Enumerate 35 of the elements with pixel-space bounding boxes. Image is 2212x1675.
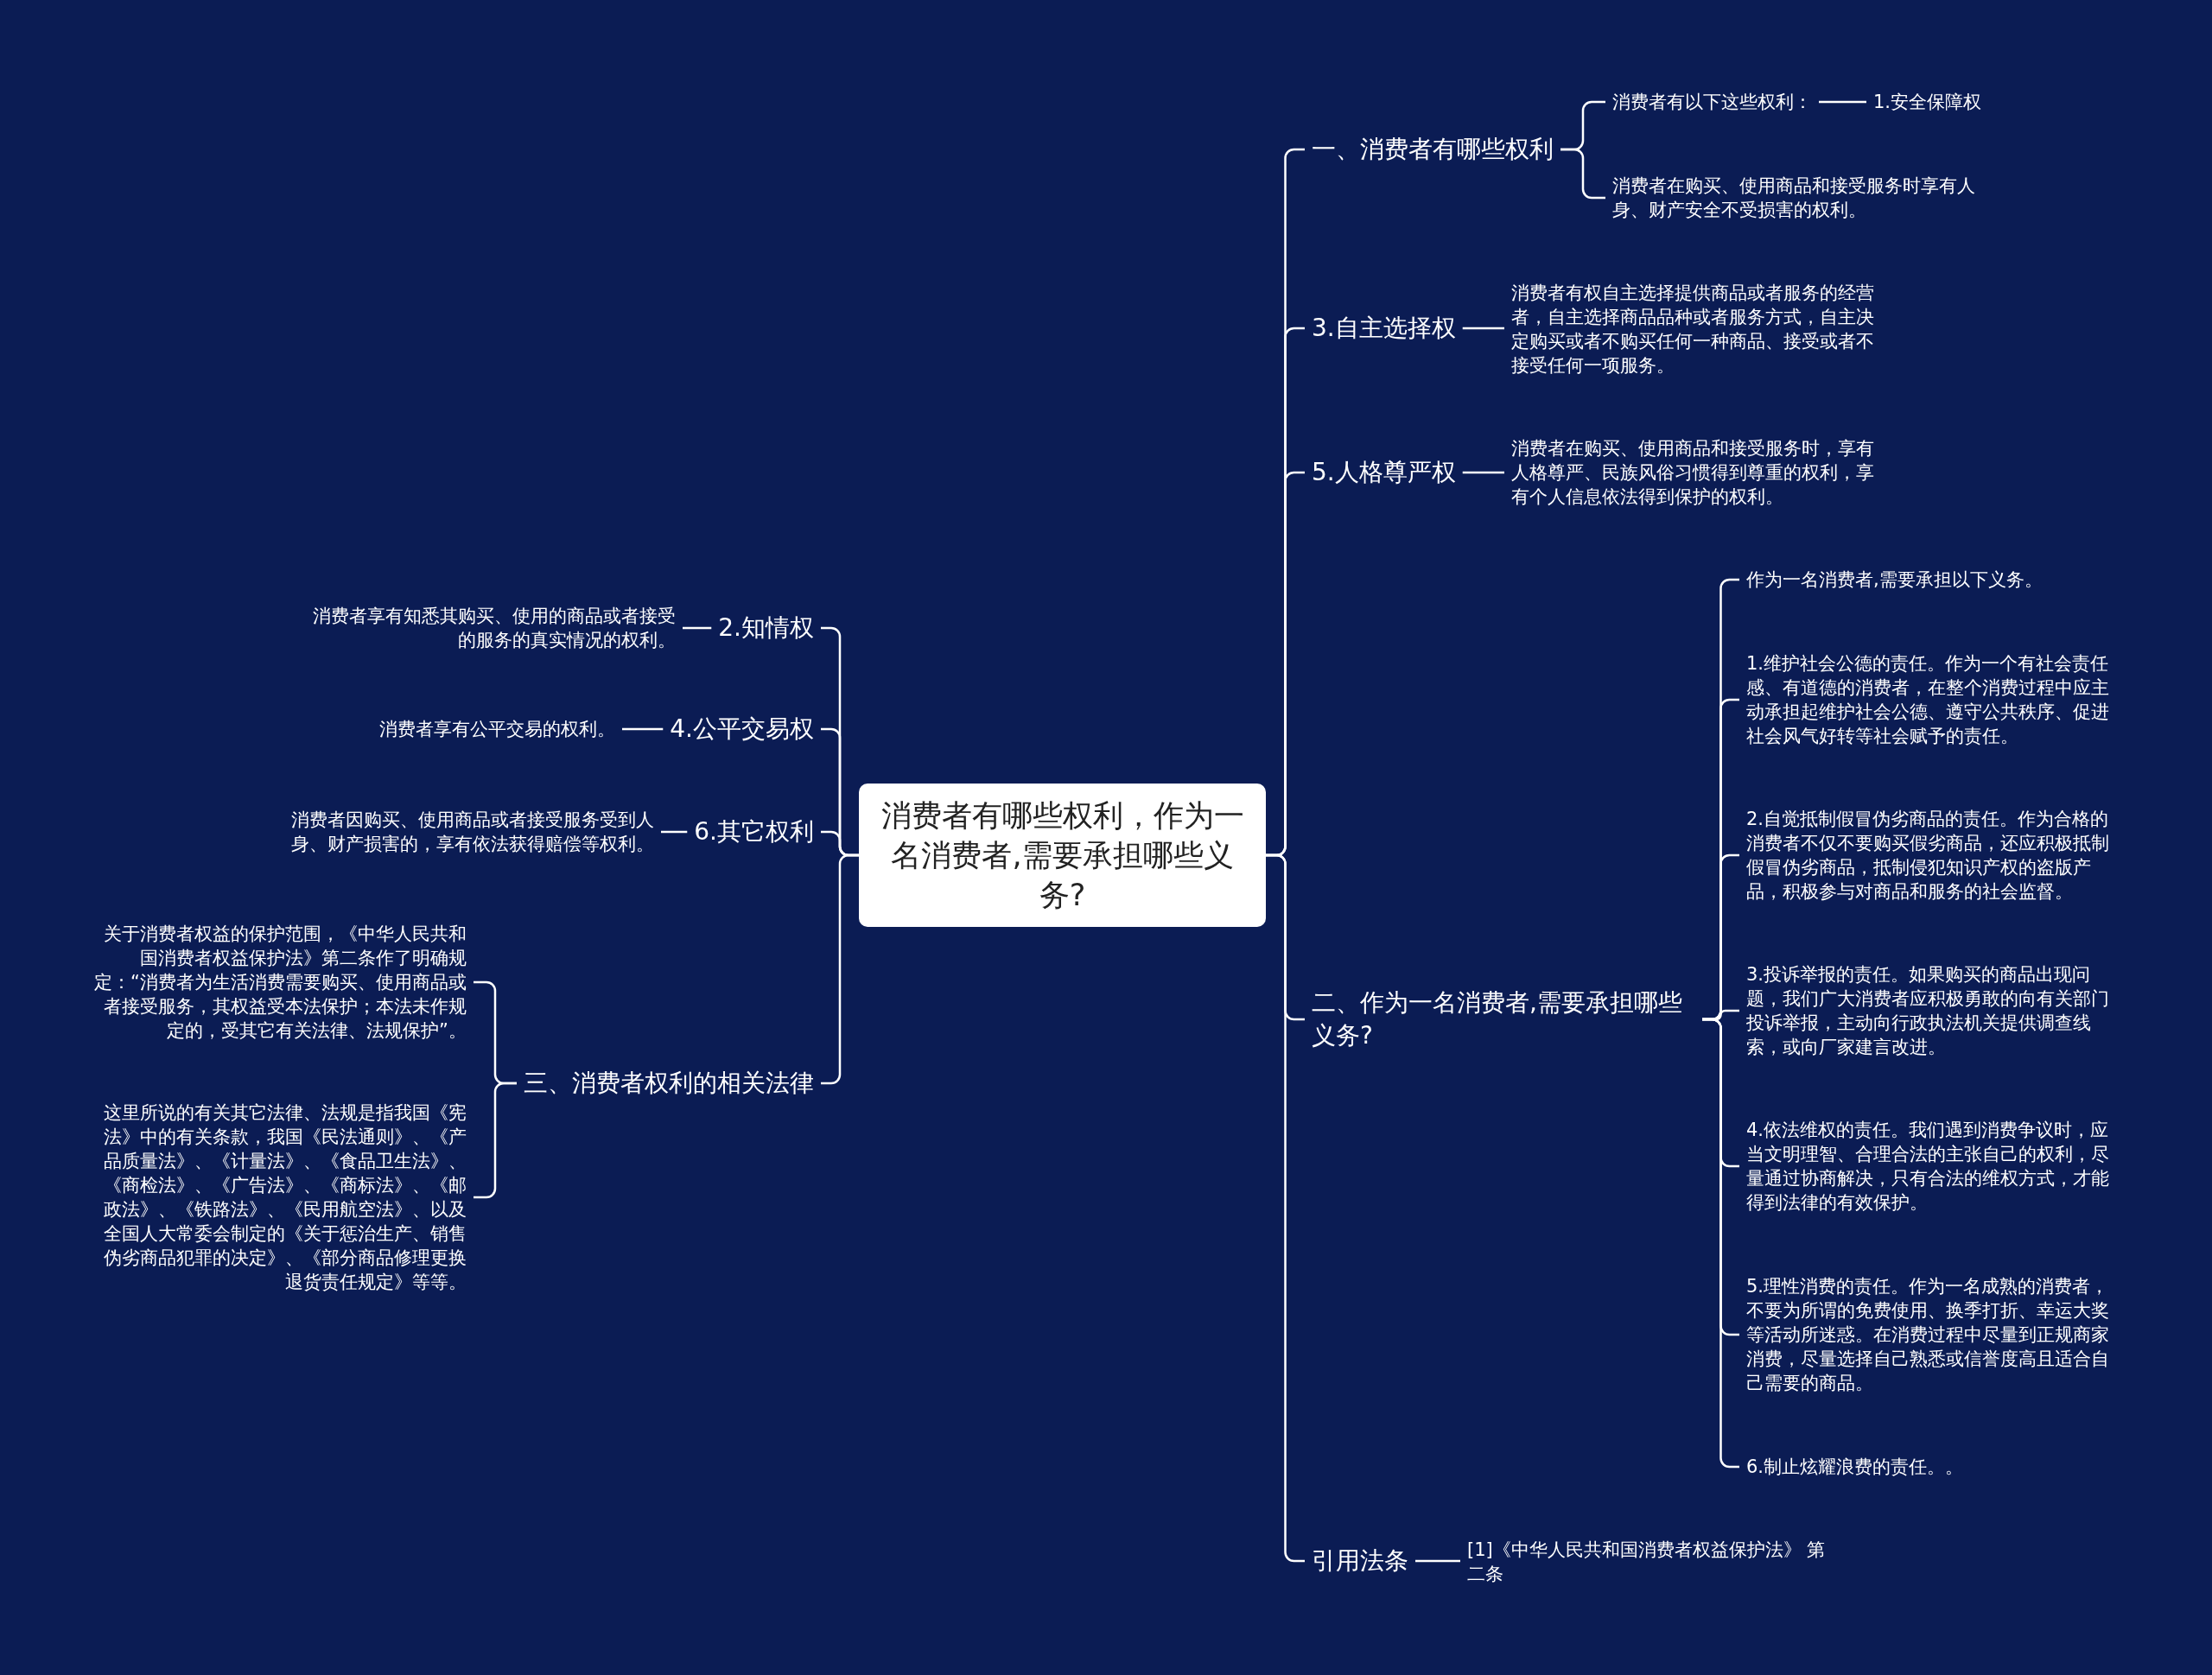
connector-line xyxy=(661,830,688,834)
branch-label: 5.人格尊严权 xyxy=(1305,454,1463,491)
leaf-text: 1.维护社会公德的责任。作为一个有社会责任感、有道德的消费者，在整个消费过程中应主动承担起维护社会公德、遵守公共秩序、促进社会风气好转等社会赋予的责任。 xyxy=(1739,650,2128,750)
branch-label: 4.公平交易权 xyxy=(663,711,821,747)
branch-label: 一、消费者有哪些权利 xyxy=(1305,131,1560,168)
leaf-text: 消费者有权自主选择提供商品或者服务的经营者，自主选择商品品种或者服务方式，自主决定购买或者不购买任何一种商品、接受或者不接受任何一项服务。 xyxy=(1504,279,1893,379)
branch-label: 6.其它权利 xyxy=(687,814,821,850)
leaf-text: 作为一名消费者,需要承担以下义务。 xyxy=(1739,566,2050,593)
branch-label: 三、消费者权利的相关法律 xyxy=(517,1065,821,1101)
leaf-text: 3.投诉举报的责任。如果购买的商品出现问题，我们广大消费者应积极勇敢的向有关部门投诉举报，主动向行政执法机关提供调查线索，或向厂家建言改进。 xyxy=(1739,961,2128,1061)
leaf-text: [1]《中华人民共和国消费者权益保护法》 第二条 xyxy=(1460,1536,1840,1588)
leaf-text: 6.制止炫耀浪费的责任。。 xyxy=(1739,1453,1971,1481)
leaf-text: 4.依法维权的责任。我们遇到消费争议时，应当文明理智、合理合法的主张自己的权利，尽量通过协商解决，只有合法的维权方式，才能得到法律的有效保护。 xyxy=(1739,1116,2128,1216)
branch-label: 3.自主选择权 xyxy=(1305,310,1463,346)
central-topic-box: 消费者有哪些权利，作为一名消费者,需要承担哪些义务? xyxy=(859,784,1266,927)
leaf-text: 5.理性消费的责任。作为一名成熟的消费者，不要为所谓的免费使用、换季打折、幸运大奖等活动所迷惑。在消费过程中尽量到正规商家消费，尽量选择自己熟悉或信誉度高且适合自己需要的商品。 xyxy=(1739,1272,2128,1397)
leaf-text: 消费者享有知悉其购买、使用的商品或者接受的服务的真实情况的权利。 xyxy=(294,602,683,654)
connector-line xyxy=(1415,1559,1460,1563)
connector-line xyxy=(1462,327,1504,330)
branch-label: 2.知情权 xyxy=(711,610,821,646)
branch-label: 二、作为一名消费者,需要承担哪些义务? xyxy=(1305,985,1702,1054)
leaf-text: 消费者享有公平交易的权利。 xyxy=(372,715,622,743)
leaf-text: 1.安全保障权 xyxy=(1866,88,1989,116)
connector-line xyxy=(683,626,712,630)
connector-line xyxy=(1462,471,1504,474)
branch-label: 引用法条 xyxy=(1305,1543,1415,1579)
leaf-text: 消费者因购买、使用商品或者接受服务受到人身、财产损害的，享有依法获得赔偿等权利。 xyxy=(272,806,661,858)
leaf-text: 消费者有以下这些权利： xyxy=(1605,88,1819,116)
leaf-text: 这里所说的有关其它法律、法规是指我国《宪法》中的有关条款，我国《民法通则》、《产品质量法》、《计量法》、《食品卫生法》、《商检法》、《广告法》、《商标法》、《邮政法》、《铁路法》、《民用航空法》、以及全国人大常委会制定的《关于惩治生产、销售伪劣商品犯罪的决定》、《部分商品修理更换退货责任规定》等等。 xyxy=(85,1099,474,1296)
leaf-text: 关于消费者权益的保护范围，《中华人民共和国消费者权益保护法》第二条作了明确规定：“消费者为生活消费需要购买、使用商品或者接受服务，其权益受本法保护；本法未作规定的，受其它有关法律、法规保护”。 xyxy=(85,920,474,1044)
leaf-text: 消费者在购买、使用商品和接受服务时享有人身、财产安全不受损害的权利。 xyxy=(1605,172,1994,224)
connector-line xyxy=(622,727,664,731)
connector-line xyxy=(1819,100,1866,104)
leaf-text: 消费者在购买、使用商品和接受服务时，享有人格尊严、民族风俗习惯得到尊重的权利，享有个人信息依法得到保护的权利。 xyxy=(1504,435,1893,511)
leaf-text: 2.自觉抵制假冒伪劣商品的责任。作为合格的消费者不仅不要购买假劣商品，还应积极抵制假冒伪劣商品，抵制侵犯知识产权的盗版产品，积极参与对商品和服务的社会监督。 xyxy=(1739,805,2128,905)
